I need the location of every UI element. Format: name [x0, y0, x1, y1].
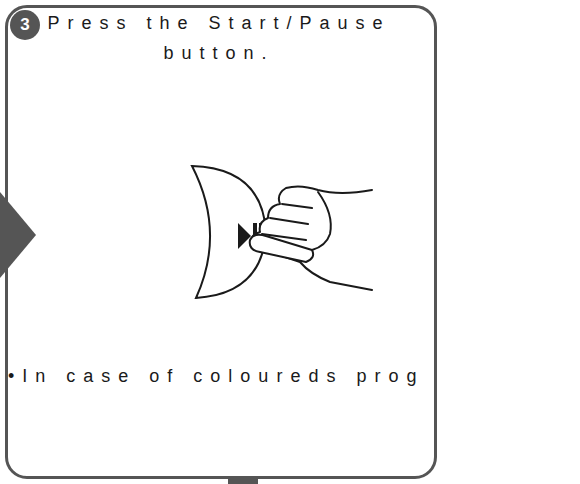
step-arrow: [0, 192, 36, 278]
play-symbol: [238, 223, 251, 249]
note-text: •In case of coloureds prog: [8, 366, 424, 387]
pause-symbol: [253, 223, 257, 249]
hand: [250, 186, 372, 290]
step-panel: Press the Start/Pause button.3: [5, 5, 437, 479]
tab-bar: [228, 476, 258, 484]
step-instruction: Press the Start/Pause button.: [3, 8, 435, 68]
step-number: 3: [10, 10, 40, 40]
pause-symbol: [259, 223, 263, 249]
button-outline: [192, 166, 266, 298]
callout-number: 3: [10, 10, 40, 40]
